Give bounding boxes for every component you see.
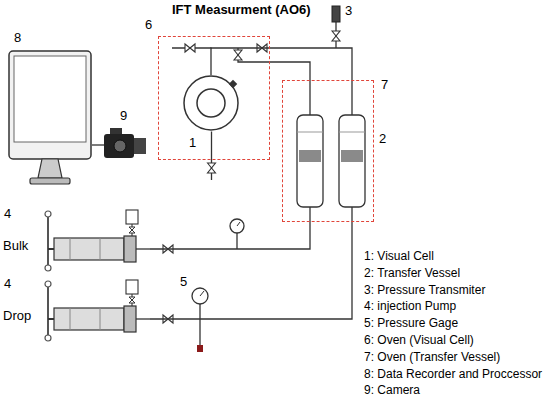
monitor-bezel: [9, 51, 91, 159]
shape-outline: [339, 115, 365, 207]
pump-reservoir: [126, 280, 138, 294]
pressure-gauge: [197, 345, 203, 352]
key-entry: 6: Oven (Visual Cell): [364, 332, 474, 348]
cell-port: [229, 80, 237, 88]
valve-symbol: [129, 297, 135, 303]
pump-stripe: [100, 308, 101, 330]
pump-crank: [47, 284, 49, 338]
pipe-line: [309, 207, 310, 222]
pipe-line: [236, 233, 237, 249]
pipe-connector: [150, 207, 352, 319]
key-entry: 8: Data Recorder and Proccessor: [364, 366, 542, 382]
callout-number: 2: [379, 131, 386, 147]
pump-cylinder: [54, 238, 124, 260]
callout-number: 3: [345, 3, 352, 19]
camera-lens-ring: [114, 140, 126, 152]
valve-symbol: [234, 50, 242, 60]
pump-outlet: [136, 318, 150, 319]
pipe-line: [172, 22, 336, 345]
pressure-gauge: [192, 288, 208, 304]
key-entry: 7: Oven (Transfer Vessel): [364, 349, 500, 365]
data-recorder-monitor: 8: [8, 50, 92, 190]
oven-enclosure: 61: [158, 36, 270, 160]
left-transfer-vessel: [297, 115, 323, 207]
stream-name: Drop: [3, 308, 31, 324]
callout-number: 4: [4, 206, 11, 222]
injection-pump: 4Bulk: [40, 210, 150, 272]
visual-cell: 1: [183, 75, 239, 131]
pressure-gauge: [237, 222, 240, 226]
shape-outline: [40, 280, 150, 342]
cell-body: [184, 76, 238, 130]
left-transfer-vessel: [299, 150, 321, 162]
pump-head: [124, 236, 136, 262]
shape-outline: [104, 128, 146, 162]
camera-body: [104, 134, 134, 158]
pump-stripe: [70, 308, 71, 330]
valve-symbol: [129, 227, 135, 233]
monitor-base: [30, 178, 70, 184]
key-entry: 4: injection Pump: [364, 298, 456, 314]
vessel-mark: [339, 132, 365, 133]
pump-cylinder: [54, 308, 124, 330]
pressure-gauge: [230, 219, 244, 233]
injection-pump: 4Drop: [40, 280, 150, 342]
monitor-stand: [38, 159, 62, 178]
key-entry: 5: Pressure Gage: [364, 315, 458, 331]
key-entry: 2: Transfer Vessel: [364, 265, 460, 281]
left-transfer-vessel: [297, 115, 323, 207]
camera-flash: [110, 128, 122, 135]
pipe-line: [238, 48, 310, 115]
pipe-line: [199, 304, 200, 345]
stream-name: Bulk: [3, 238, 28, 254]
callout-number: 7: [381, 77, 388, 93]
cell-window: [197, 89, 225, 117]
valve-symbol: [163, 31, 340, 323]
monitor-screen: [14, 56, 86, 142]
pump-crank-knob: [45, 281, 51, 287]
callout-number: 6: [145, 17, 152, 33]
connector-group: [92, 48, 352, 319]
valve-symbol: [332, 31, 340, 41]
camera: 9: [104, 128, 146, 162]
pressure-transmitter: [332, 6, 340, 22]
pump-stripe: [100, 238, 101, 260]
vessel-piston: [341, 150, 363, 162]
pump-outlet: [136, 248, 150, 249]
valve-symbol: [185, 44, 195, 52]
pump-crank: [47, 214, 49, 268]
pump-crank-knob: [45, 211, 51, 217]
pressure-transmitter: [332, 6, 340, 22]
shape-outline: [8, 50, 92, 190]
transfer-vessel: 2: [339, 115, 365, 207]
key-entry: 3: Pressure Transmiter: [364, 282, 485, 298]
pump-crank-knob: [45, 265, 51, 271]
vessel-body: [339, 115, 365, 207]
pump-stripe: [70, 238, 71, 260]
key-entry: 9: Camera: [364, 382, 420, 398]
pump-rod: [48, 248, 54, 250]
pump-head: [124, 306, 136, 332]
callout-number: 9: [120, 108, 127, 124]
callout-number: 8: [14, 30, 21, 46]
pressure-gauge: [200, 291, 204, 296]
pipe-connector: [92, 144, 104, 145]
diagram-title: IFT Measurment (AO6): [172, 2, 311, 18]
valve-symbol: [208, 163, 216, 173]
callout-number: 4: [4, 276, 11, 292]
oven-enclosure: 72: [282, 80, 374, 222]
shape-outline: [40, 210, 150, 272]
pipe-connector: [150, 222, 310, 249]
pressure-gauge: [192, 219, 244, 352]
pump-crank-knob: [45, 335, 51, 341]
pump-rod: [48, 318, 54, 320]
callout-number: 1: [189, 135, 196, 151]
camera-lens: [134, 138, 146, 154]
left-transfer-vessel: [297, 132, 323, 133]
pump-reservoir: [126, 210, 138, 224]
callout-number: 5: [180, 274, 187, 290]
key-entry: 1: Visual Cell: [364, 248, 434, 264]
shape-outline: [183, 75, 239, 131]
